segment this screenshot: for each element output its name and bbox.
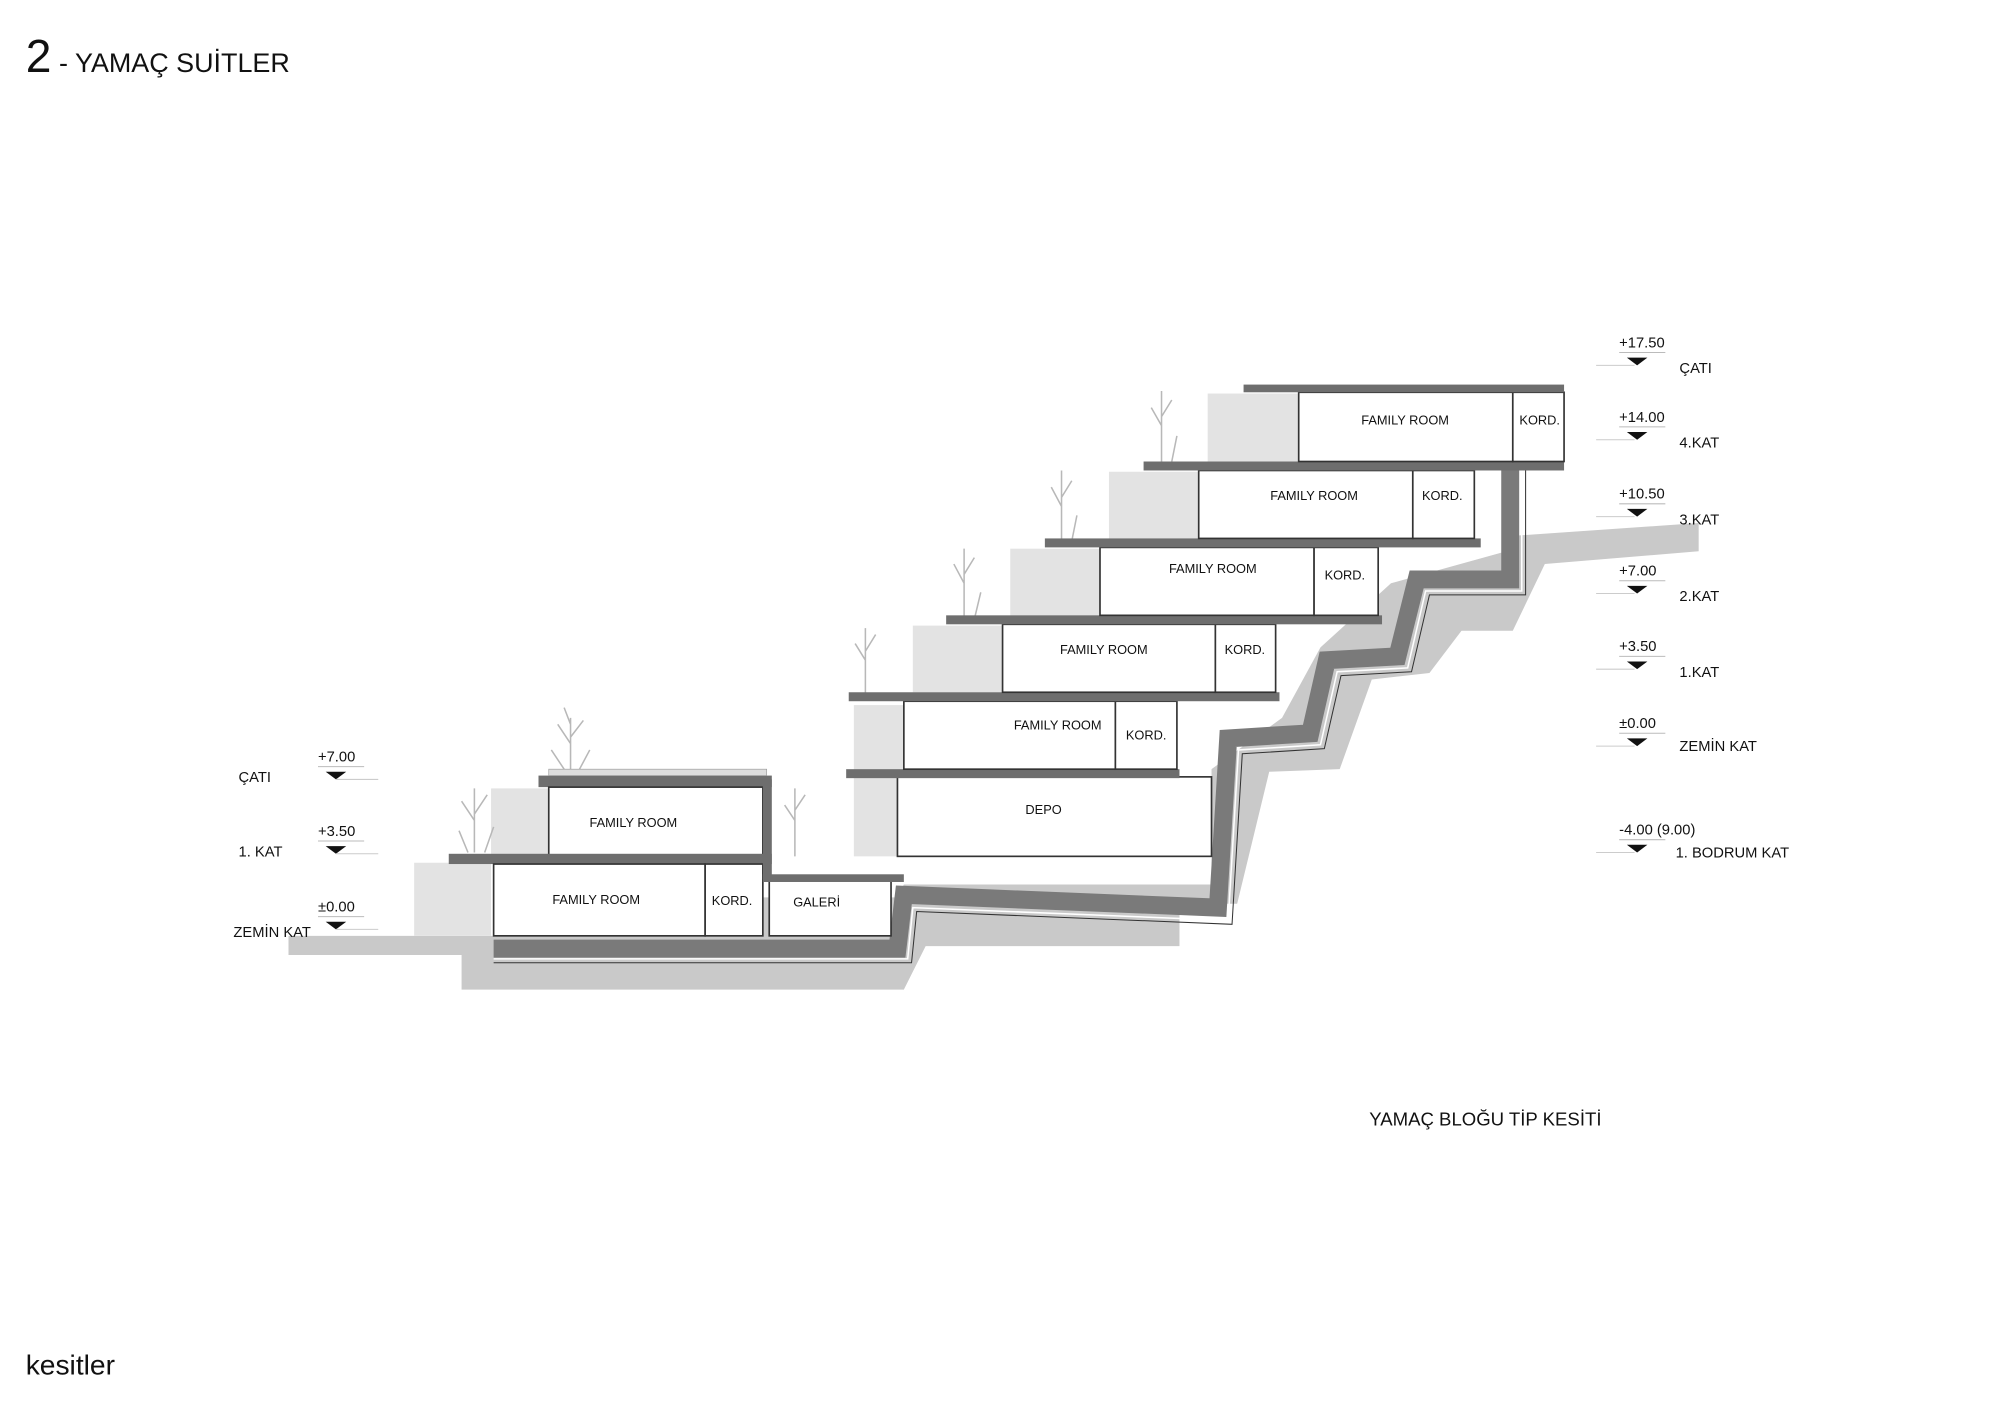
- level-name: 1. KAT: [239, 844, 283, 860]
- room-label: FAMILY ROOM: [1361, 412, 1449, 427]
- room-family-lower-1: [547, 786, 764, 858]
- floor-slab: [448, 853, 772, 865]
- level-value: ±0.00: [318, 899, 355, 915]
- level-name: ZEMİN KAT: [233, 923, 310, 941]
- room-kord-f2: [1313, 546, 1380, 617]
- section-caption: YAMAÇ BLOĞU TİP KESİTİ: [1369, 1109, 1601, 1130]
- level-name: 4.KAT: [1679, 435, 1719, 451]
- level-name: 2.KAT: [1679, 589, 1719, 605]
- level-marker: -4.00 (9.00) 1. BODRUM KAT: [1596, 823, 1789, 862]
- slab: [946, 615, 1383, 625]
- room-label: KORD.: [1225, 642, 1266, 657]
- room-family-f2: [1099, 546, 1315, 617]
- room-label: KORD.: [1422, 488, 1463, 503]
- room-label: DEPO: [1025, 802, 1061, 817]
- room-kord-f0: [1114, 700, 1178, 771]
- footer-label: kesitler: [26, 1348, 115, 1380]
- level-name: 1. BODRUM KAT: [1676, 846, 1790, 862]
- room-label: FAMILY ROOM: [1060, 642, 1148, 657]
- room-family-f3: [1197, 469, 1414, 540]
- membrane-line: [493, 464, 1523, 960]
- room-kord-f1: [1214, 623, 1277, 694]
- room-kord-lower: [704, 863, 764, 937]
- title-number: 2: [26, 30, 52, 82]
- level-value: +3.50: [318, 824, 355, 840]
- level-triangle-icon: [325, 846, 347, 854]
- room-depo: [896, 776, 1213, 858]
- trees: [458, 390, 1178, 857]
- level-value: -4.00 (9.00): [1619, 823, 1695, 839]
- retaining-wall: [493, 464, 1520, 958]
- room-label: FAMILY ROOM: [590, 815, 678, 830]
- room-label: GALERİ: [793, 894, 840, 909]
- terraces: [414, 393, 1299, 936]
- level-name: 3.KAT: [1679, 512, 1719, 528]
- room-label: FAMILY ROOM: [1014, 717, 1102, 732]
- room-label: KORD.: [1519, 412, 1560, 427]
- room-family-f1: [1001, 623, 1217, 694]
- level-triangle-icon: [1626, 661, 1648, 670]
- room-kord-f4: [1511, 391, 1565, 463]
- title-text: - YAMAÇ SUİTLER: [59, 47, 290, 78]
- slab: [762, 874, 904, 882]
- room-label: FAMILY ROOM: [1169, 561, 1257, 576]
- level-marker: +3.50 1.KAT: [1596, 639, 1719, 681]
- level-value: ±0.00: [1619, 716, 1656, 732]
- level-name: ZEMİN KAT: [1679, 737, 1757, 755]
- level-marker: +10.50 3.KAT: [1596, 487, 1719, 528]
- level-triangle-icon: [325, 921, 347, 930]
- level-triangle-icon: [1626, 585, 1648, 594]
- level-marker: +14.00 4.KAT: [1596, 410, 1719, 451]
- level-triangle-icon: [325, 771, 347, 780]
- level-triangle-icon: [1626, 508, 1648, 517]
- wall: [762, 779, 772, 880]
- room-label: FAMILY ROOM: [552, 892, 640, 907]
- membrane-line: [493, 464, 1527, 964]
- slab: [1143, 461, 1565, 471]
- level-name: ÇATI: [239, 770, 271, 786]
- level-triangle-icon: [1626, 357, 1648, 366]
- level-name: 1.KAT: [1679, 665, 1719, 681]
- level-marker: +3.50 1. KAT: [239, 824, 379, 860]
- level-triangle-icon: [1626, 844, 1648, 853]
- level-value: +14.00: [1619, 410, 1664, 426]
- level-name: ÇATI: [1679, 361, 1711, 377]
- room-label: FAMILY ROOM: [1270, 488, 1358, 503]
- room-label: KORD.: [712, 893, 753, 908]
- room-family-f4: [1297, 391, 1514, 463]
- level-value: +7.00: [318, 749, 355, 765]
- roof-slab: [1243, 384, 1565, 393]
- slab: [1044, 538, 1481, 548]
- roof-slab: [538, 775, 772, 788]
- level-triangle-icon: [1626, 738, 1648, 747]
- level-value: +7.00: [1619, 564, 1656, 580]
- room-family-f0: [903, 700, 1117, 771]
- level-value: +3.50: [1619, 639, 1656, 655]
- level-value: +17.50: [1619, 335, 1664, 351]
- room-kord-f3: [1411, 469, 1476, 540]
- terrain: [288, 523, 1699, 990]
- slab: [848, 692, 1280, 702]
- level-value: +10.50: [1619, 487, 1664, 503]
- room-label: KORD.: [1126, 728, 1167, 743]
- room-galeri: [768, 878, 892, 937]
- room-label: KORD.: [1325, 567, 1366, 582]
- level-triangle-icon: [1626, 432, 1648, 440]
- level-marker: +7.00 2.KAT: [1596, 564, 1719, 605]
- room-labels: FAMILY ROOM FAMILY ROOM KORD. GALERİ DEP…: [552, 412, 1560, 909]
- roof-gravel: [548, 768, 768, 776]
- slab: [846, 769, 1180, 779]
